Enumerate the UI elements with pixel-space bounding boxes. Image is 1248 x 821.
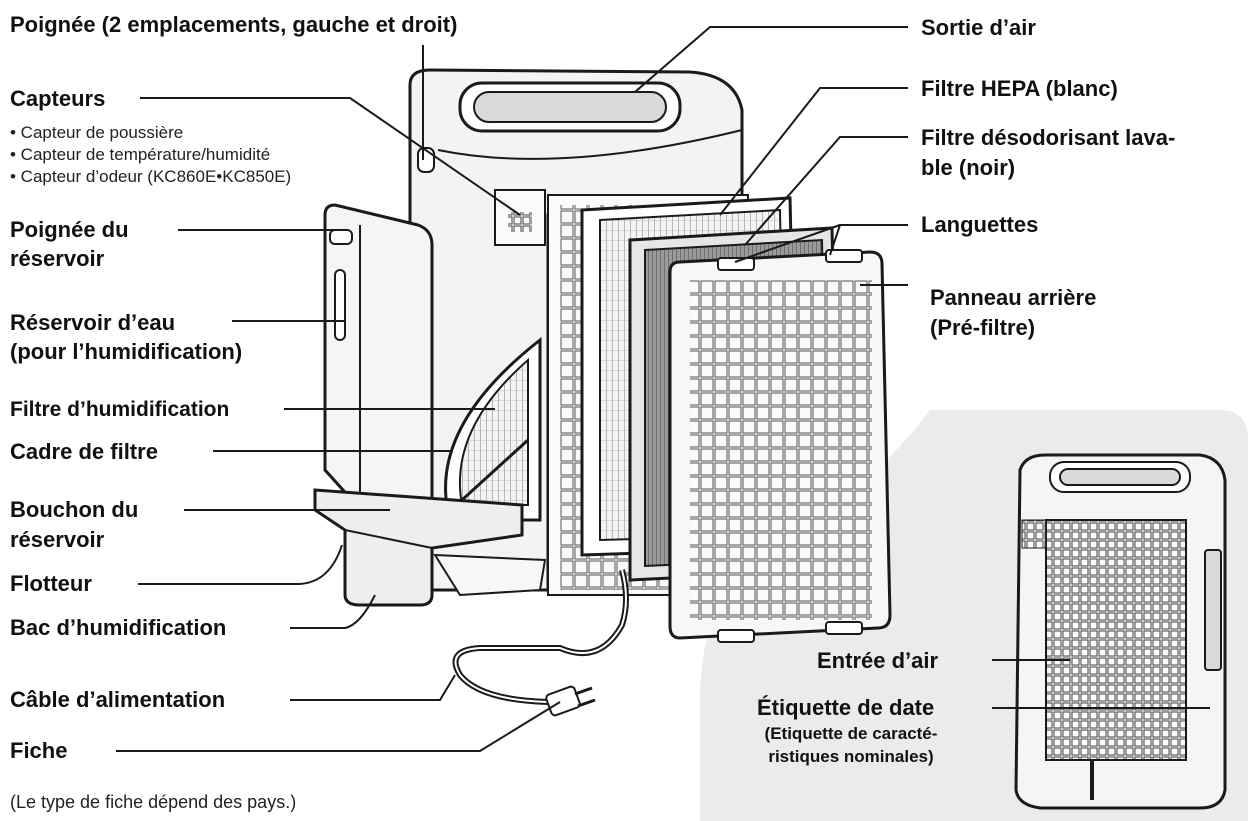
power-cord-label: Câble d’alimentation [10,687,226,712]
inset-unit [1014,453,1227,810]
water-tank [323,203,434,528]
humidification-filter [444,336,542,522]
tabs-label: Languettes [921,212,1039,237]
deodor-label-1: Filtre désodorisant lava- [921,125,1176,150]
hepa-label: Filtre HEPA (blanc) [921,76,1118,101]
humid-tray-label: Bac d’humidification [10,615,227,640]
plug-label: Fiche [10,738,68,763]
rear-panel-label-2: (Pré-filtre) [930,315,1036,340]
filter-frame-label: Cadre de filtre [10,439,158,464]
rating-label-2: ristiques nominales) [768,747,934,766]
tank-cap-label-1: Bouchon du [10,497,139,522]
sensor-temp-humidity: • Capteur de température/humidité [10,145,271,164]
rating-label-1: (Etiquette de caracté- [764,724,938,743]
tank-handle-label-2: réservoir [10,246,105,271]
air-inlet-label: Entrée d’air [817,648,939,673]
float-label: Flotteur [10,571,92,596]
handle-label: Poignée (2 emplacements, gauche et droit… [10,12,458,37]
tank-handle-label-1: Poignée du [10,217,129,242]
sensor-dust: • Capteur de poussière [10,123,184,142]
sensors-label: Capteurs [10,86,106,111]
water-tank-label-1: Réservoir d’eau [10,310,176,335]
water-tank-label-2: (pour l’humidification) [10,339,243,364]
plug-note: (Le type de fiche dépend des pays.) [10,792,297,812]
humid-filter-label: Filtre d’humidification [10,398,230,421]
leader-lines [116,26,1210,752]
humidification-tray [313,488,547,607]
date-label: Étiquette de date [757,695,935,720]
rear-panel [668,249,892,643]
air-outlet-label: Sortie d’air [921,15,1036,40]
power-cord [452,569,629,717]
sensor-odor: • Capteur d’odeur (KC860E•KC850E) [10,167,292,186]
tank-cap-label-2: réservoir [10,527,105,552]
deodor-label-2: ble (noir) [921,155,1016,180]
rear-panel-label-1: Panneau arrière [930,285,1097,310]
